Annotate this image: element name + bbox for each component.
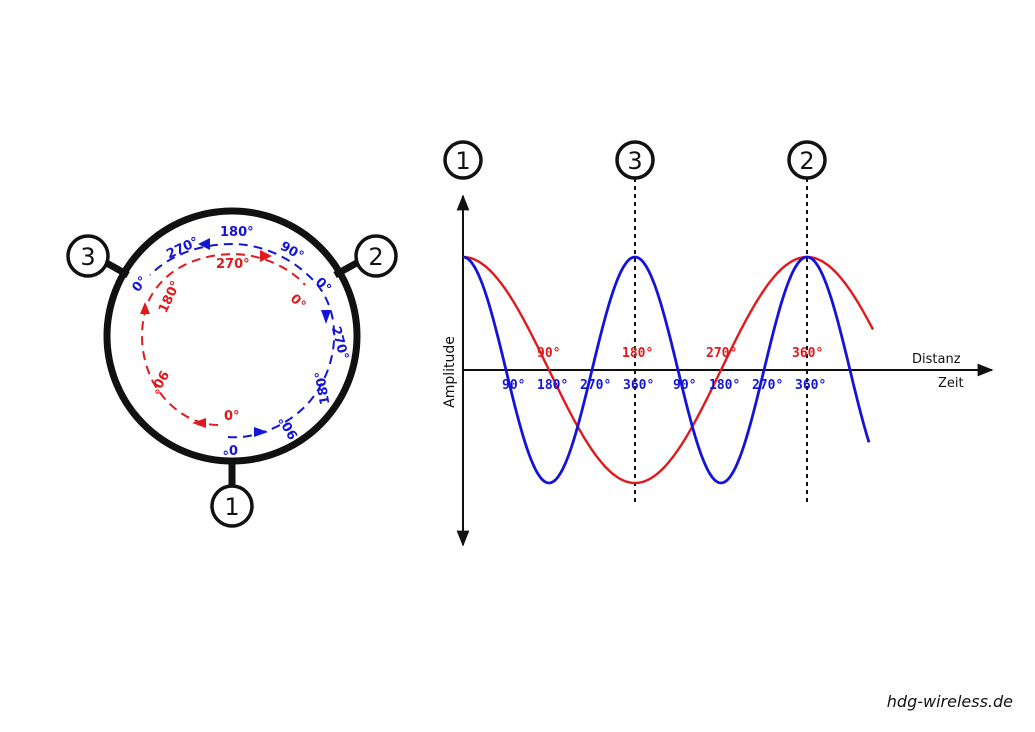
- wave-plot: Amplitude Distanz Zeit 90° 180° 270° 360…: [442, 140, 994, 547]
- ring-node-3: 3: [66, 234, 110, 278]
- ring-node-3-label: 3: [80, 243, 95, 271]
- red-arrow-left: [140, 302, 150, 314]
- wave-node-1: 1: [443, 140, 483, 180]
- ring-circle: [103, 207, 361, 465]
- blue-dashed-path: [149, 242, 336, 439]
- blue-tick-270-a: 270°: [580, 378, 611, 393]
- ring-blue-label-q1: 90°: [276, 413, 301, 442]
- ring-node-2: 2: [354, 234, 398, 278]
- blue-arrow-top: [198, 238, 210, 250]
- red-arrow-bottom: [192, 418, 206, 428]
- blue-tick-360-b: 360°: [795, 378, 826, 393]
- wave-node-3: 3: [615, 140, 655, 180]
- blue-tick-180-a: 180°: [537, 378, 568, 393]
- ring-blue-label-top-mid-right: 90°: [277, 239, 306, 264]
- red-arrow-top: [260, 250, 272, 262]
- ring-blue-label-top-mid: 180°: [220, 225, 254, 240]
- red-tick-270: 270°: [706, 346, 737, 361]
- blue-tick-270-b: 270°: [752, 378, 783, 393]
- x-axis-label-bottom: Zeit: [938, 376, 964, 391]
- ring-red-label-start: 0°: [224, 409, 240, 424]
- ring-blue-label-top-right: 0°: [312, 275, 334, 297]
- ring-node-1: 1: [210, 484, 254, 528]
- y-axis-label: Amplitude: [442, 336, 458, 408]
- ring-node-2-label: 2: [368, 243, 383, 271]
- blue-arrow-right: [321, 310, 331, 324]
- x-axis-label-top: Distanz: [912, 352, 961, 367]
- blue-tick-90-a: 90°: [502, 378, 525, 393]
- red-dashed-path: [141, 252, 306, 426]
- ring-blue-label-q2: 180°: [313, 370, 334, 406]
- wave-node-2-label: 2: [799, 147, 814, 175]
- red-tick-360: 360°: [792, 346, 823, 361]
- ring-red-label-q3: 270°: [216, 257, 250, 272]
- blue-tick-90-b: 90°: [673, 378, 696, 393]
- wave-node-2: 2: [787, 140, 827, 180]
- wave-node-1-label: 1: [455, 147, 470, 175]
- ring-diagram: 0° 90° 180° 270° 0° 90° 180° 270° 0° 0° …: [66, 207, 398, 528]
- blue-wave: [462, 255, 871, 485]
- ring-blue-label-left: 0°: [129, 274, 150, 296]
- ring-node-1-label: 1: [224, 493, 239, 521]
- blue-arrow-bottom: [254, 427, 268, 437]
- ring-red-label-right: 0°: [287, 292, 309, 314]
- red-tick-180: 180°: [622, 346, 653, 361]
- ring-blue-label-start: 0°: [222, 441, 238, 456]
- ring-blue-label-top-left: 270°: [164, 235, 201, 263]
- credit-text: hdg-wireless.de: [886, 692, 1013, 711]
- blue-tick-360-a: 360°: [623, 378, 654, 393]
- red-tick-90: 90°: [537, 346, 560, 361]
- wave-node-3-label: 3: [627, 147, 642, 175]
- blue-tick-180-b: 180°: [709, 378, 740, 393]
